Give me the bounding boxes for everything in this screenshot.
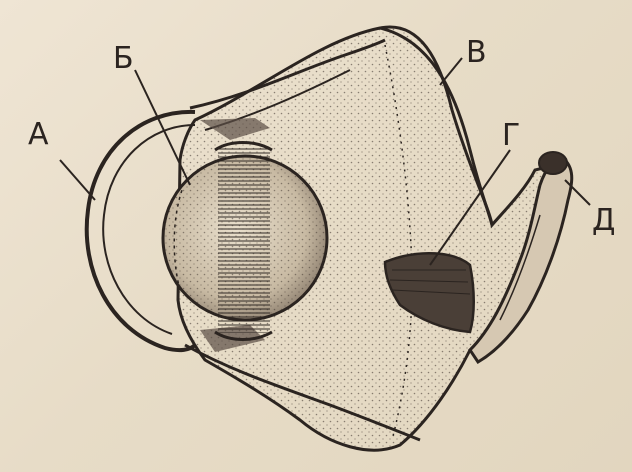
leader-a	[60, 160, 95, 200]
ciliary-column	[218, 148, 270, 333]
label-d: Д	[592, 206, 615, 236]
leader-b	[135, 70, 190, 185]
label-v: В	[466, 38, 487, 68]
optic-nerve-end	[539, 152, 567, 174]
label-a: А	[28, 120, 49, 150]
leader-v	[440, 58, 462, 85]
label-b: Б	[113, 44, 134, 74]
label-g: Г	[502, 121, 520, 151]
